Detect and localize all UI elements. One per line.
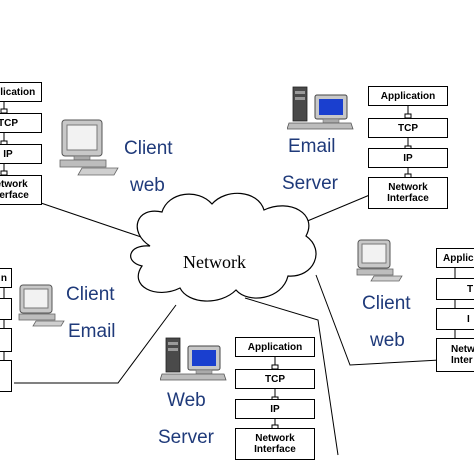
desktop-computer-icon — [356, 239, 403, 282]
wire-client-email — [14, 304, 177, 384]
wire-client-web-right — [315, 274, 441, 366]
stack-right-network-interface: Netw Inter — [436, 338, 474, 372]
stack-left-mid-ip — [0, 328, 12, 352]
server-workstation-icon — [287, 86, 354, 130]
client-email-label-line2: Email — [68, 321, 116, 342]
email-server-label-line2: Server — [282, 173, 338, 194]
wire-client-web — [37, 201, 151, 241]
stack-web-network-interface: Network Interface — [235, 428, 315, 460]
stack-right-tcp: T — [436, 278, 474, 300]
stack-email-application: Application — [368, 86, 448, 106]
email-server-label-line1: Email — [288, 136, 336, 157]
stack-right-ip: I — [436, 308, 474, 330]
desktop-computer-icon — [59, 119, 119, 176]
stack-left-top-tcp: TCP — [0, 113, 42, 133]
server-workstation-icon — [160, 337, 227, 381]
stack-email-network-interface: Network Interface — [368, 177, 448, 209]
client-web-right-label-line1: Client — [362, 293, 411, 314]
web-server-label-line1: Web — [167, 390, 206, 411]
stack-left-top-network-interface: Network Interface — [0, 175, 42, 205]
client-web-label-line1: Client — [124, 138, 173, 159]
stack-web-ip: IP — [235, 399, 315, 419]
stack-email-ip: IP — [368, 148, 448, 168]
stack-web-tcp: TCP — [235, 369, 315, 389]
stack-left-top-ip: IP — [0, 144, 42, 164]
wire-web-server — [244, 297, 339, 456]
stack-right-application: Applic — [436, 248, 474, 268]
stack-left-mid-tcp — [0, 298, 12, 320]
network-label: Network — [183, 252, 246, 272]
network-cloud — [130, 192, 317, 302]
client-web-right-label-line2: web — [370, 330, 405, 351]
stack-web-application: Application — [235, 337, 315, 357]
wire-email-server — [304, 193, 373, 223]
client-email-label-line1: Client — [66, 284, 115, 305]
client-web-label-line2: web — [130, 175, 165, 196]
stack-left-top-application: Application — [0, 82, 42, 102]
stack-left-mid-application: n — [0, 268, 12, 288]
desktop-computer-icon — [18, 284, 65, 327]
stack-left-mid-network-interface — [0, 360, 12, 392]
stack-email-tcp: TCP — [368, 118, 448, 138]
web-server-label-line2: Server — [158, 427, 214, 448]
